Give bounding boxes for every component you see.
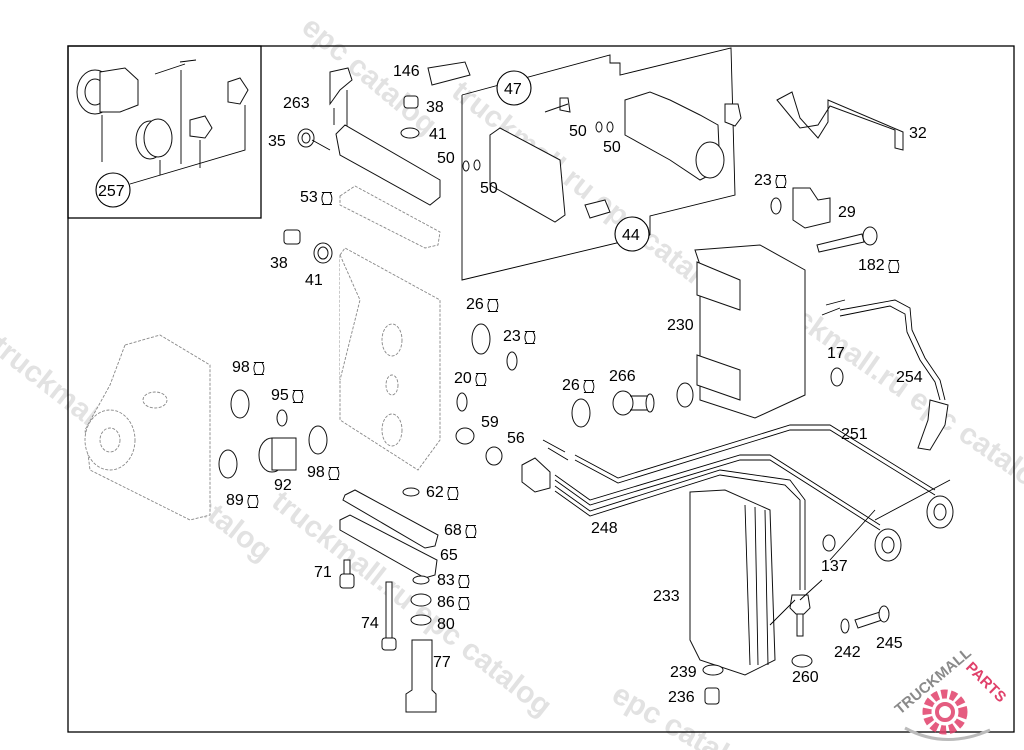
part-label-98: 98 bbox=[307, 464, 325, 481]
part-label-50: 50 bbox=[480, 180, 498, 197]
part-label-20: 20 bbox=[454, 370, 472, 387]
part-label-74: 74 bbox=[361, 615, 379, 632]
part-label-50: 50 bbox=[437, 150, 455, 167]
gear-icon bbox=[922, 689, 968, 735]
part-label-65: 65 bbox=[440, 547, 458, 564]
part-label-80: 80 bbox=[437, 616, 455, 633]
callout-label: 47 bbox=[504, 81, 522, 98]
heat-exchanger-230 bbox=[676, 244, 806, 419]
part-label-263: 263 bbox=[283, 95, 310, 112]
part-label-137: 137 bbox=[821, 558, 848, 575]
part-label-230: 230 bbox=[667, 317, 694, 334]
replaceable-mark-icon bbox=[458, 597, 470, 610]
replaceable-marks bbox=[247, 175, 900, 610]
replaceable-mark-icon bbox=[447, 487, 459, 500]
part-label-89: 89 bbox=[226, 492, 244, 509]
bolt-182 bbox=[816, 226, 878, 253]
part-label-32: 32 bbox=[909, 125, 927, 142]
part-label-86: 86 bbox=[437, 594, 455, 611]
part-label-53: 53 bbox=[300, 189, 318, 206]
bracket-146 bbox=[427, 61, 471, 86]
part-label-26: 26 bbox=[466, 296, 484, 313]
part-label-38: 38 bbox=[426, 99, 444, 116]
replaceable-mark-icon bbox=[247, 495, 259, 508]
replaceable-mark-icon bbox=[465, 525, 477, 538]
part-label-236: 236 bbox=[668, 689, 695, 706]
replaceable-mark-icon bbox=[253, 362, 265, 375]
part-label-239: 239 bbox=[670, 664, 697, 681]
part-label-23: 23 bbox=[754, 172, 772, 189]
part-label-146: 146 bbox=[393, 63, 420, 80]
part-label-248: 248 bbox=[591, 520, 618, 537]
part-label-38: 38 bbox=[270, 255, 288, 272]
part-label-254: 254 bbox=[896, 369, 923, 386]
leader-lines bbox=[769, 479, 951, 626]
callout-47: 47 bbox=[496, 70, 532, 106]
part-label-26: 26 bbox=[562, 377, 580, 394]
part-label-245: 245 bbox=[876, 635, 903, 652]
part-label-17: 17 bbox=[827, 345, 845, 362]
logo-text-dark: TRUCKMALL bbox=[892, 645, 975, 719]
pipes bbox=[521, 299, 954, 590]
part-label-260: 260 bbox=[792, 669, 819, 686]
replaceable-mark-icon bbox=[888, 260, 900, 273]
part-label-71: 71 bbox=[314, 564, 332, 581]
truckmall-parts-logo: TRUCKMALL PARTS bbox=[892, 645, 1009, 741]
callout-label: 257 bbox=[98, 183, 125, 200]
lower-plates bbox=[339, 487, 439, 713]
part-label-77: 77 bbox=[433, 654, 451, 671]
replaceable-mark-icon bbox=[458, 575, 470, 588]
part-label-41: 41 bbox=[429, 126, 447, 143]
oil-cooler-233 bbox=[689, 489, 890, 705]
logo-text-accent: PARTS bbox=[962, 659, 1009, 706]
part-labels: 146 263 38 41 35 50 50 50 50 53 32 23 29… bbox=[226, 63, 927, 706]
replaceable-mark-icon bbox=[487, 299, 499, 312]
inset-parts bbox=[76, 59, 249, 185]
pump-housing bbox=[84, 334, 211, 521]
callout-44: 44 bbox=[614, 216, 650, 252]
part-label-50: 50 bbox=[603, 139, 621, 156]
valve-block bbox=[283, 229, 441, 471]
part-label-29: 29 bbox=[838, 204, 856, 221]
bracket-32 bbox=[776, 91, 904, 151]
replaceable-mark-icon bbox=[321, 192, 333, 205]
part-label-83: 83 bbox=[437, 572, 455, 589]
part-label-182: 182 bbox=[858, 257, 885, 274]
callout-label: 44 bbox=[622, 227, 640, 244]
replaceable-mark-icon bbox=[475, 373, 487, 386]
part-label-95: 95 bbox=[271, 387, 289, 404]
replaceable-mark-icon bbox=[328, 467, 340, 480]
part-label-62: 62 bbox=[426, 484, 444, 501]
replaceable-mark-icon bbox=[292, 390, 304, 403]
part-label-98: 98 bbox=[232, 359, 250, 376]
replaceable-mark-icon bbox=[583, 380, 595, 393]
part-label-41: 41 bbox=[305, 272, 323, 289]
part-label-68: 68 bbox=[444, 522, 462, 539]
inset-frame bbox=[67, 45, 262, 219]
part-label-50: 50 bbox=[569, 123, 587, 140]
part-label-59: 59 bbox=[481, 414, 499, 431]
part-label-266: 266 bbox=[609, 368, 636, 385]
replaceable-mark-icon bbox=[524, 331, 536, 344]
part-label-251: 251 bbox=[841, 426, 868, 443]
diagram-frame bbox=[67, 45, 1015, 733]
plate-29 bbox=[770, 187, 831, 229]
part-label-233: 233 bbox=[653, 588, 680, 605]
seal-rings bbox=[218, 323, 844, 479]
part-label-92: 92 bbox=[274, 477, 292, 494]
part-label-23: 23 bbox=[503, 328, 521, 345]
part-label-242: 242 bbox=[834, 644, 861, 661]
watermark-text: epc catalog bbox=[296, 10, 444, 141]
part-label-35: 35 bbox=[268, 133, 286, 150]
replaceable-mark-icon bbox=[775, 175, 787, 188]
valve-plate-assembly bbox=[297, 67, 441, 249]
part-label-56: 56 bbox=[507, 430, 525, 447]
callout-257: 257 bbox=[95, 172, 131, 208]
injector-assembly bbox=[461, 47, 742, 281]
